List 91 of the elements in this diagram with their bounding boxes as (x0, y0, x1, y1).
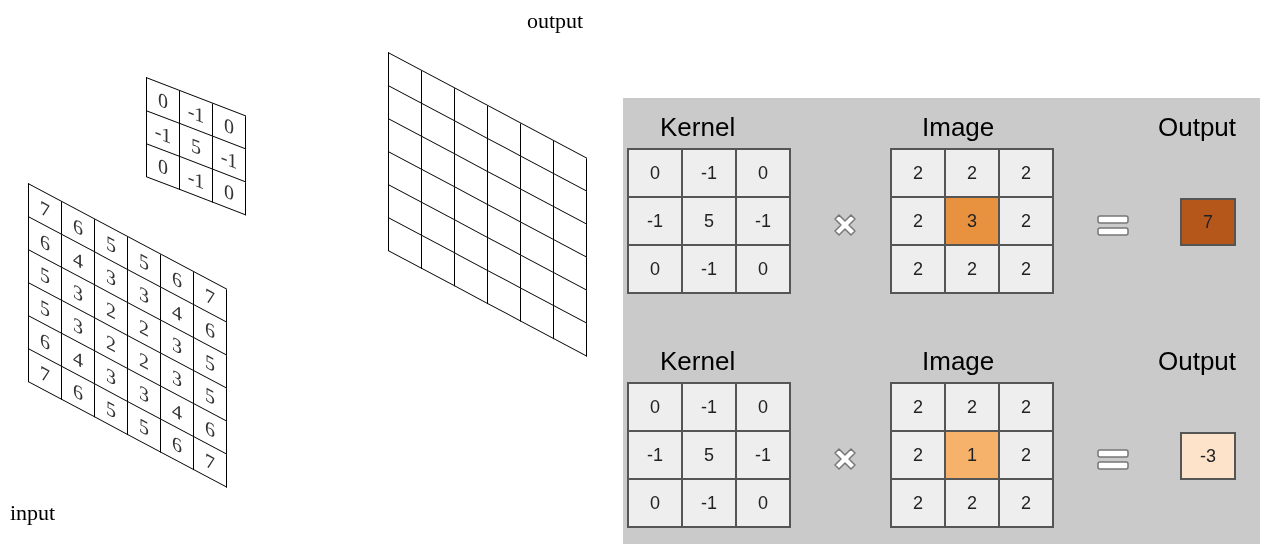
grid-cell: 6 (29, 217, 62, 269)
grid-cell: 3 (62, 301, 95, 352)
grid-cell: 5 (29, 250, 62, 302)
grid-cell: 4 (161, 287, 194, 339)
grid-cell: 4 (62, 334, 95, 385)
table-cell: 0 (737, 384, 789, 430)
grid-cell: 7 (194, 437, 227, 488)
table-cell: 5 (683, 198, 735, 244)
table-cell: -1 (683, 246, 735, 292)
grid-cell: -1 (213, 136, 246, 183)
table-heading: Image (922, 111, 995, 144)
grid-cell: 0 (213, 169, 246, 216)
table-cell: 2 (892, 246, 944, 292)
table-cell: -1 (683, 150, 735, 196)
grid-cell: 2 (95, 318, 128, 370)
grid-cell: -1 (147, 111, 180, 158)
grid-cell: 0 (147, 78, 180, 125)
grid-cell: 3 (128, 369, 161, 420)
grid-cell: 6 (194, 404, 227, 455)
table-cell: 0 (737, 150, 789, 196)
grid-cell: 5 (128, 402, 161, 453)
grid-cell: 3 (95, 252, 128, 304)
table-heading: Kernel (660, 111, 736, 144)
table-cell: 2 (892, 198, 944, 244)
table-cell: -1 (737, 432, 789, 478)
table-cell: 5 (683, 432, 735, 478)
grid-cell: 5 (95, 219, 128, 271)
grid-cell: 0 (213, 103, 246, 150)
table-cell: -1 (683, 480, 735, 526)
grid-cell: 3 (128, 270, 161, 321)
table-cell: 2 (1000, 480, 1052, 526)
grid-cell: 0 (147, 144, 180, 191)
grid-cell: 4 (62, 235, 95, 286)
grid-cell: 6 (62, 367, 95, 418)
table-cell: 0 (629, 246, 681, 292)
table-cell: 2 (1000, 432, 1052, 478)
table-cell: 2 (1000, 198, 1052, 244)
grid-cell: 3 (62, 268, 95, 319)
table-cell: 2 (892, 480, 944, 526)
table-cell: 2 (1000, 246, 1052, 292)
table-cell: 0 (629, 150, 681, 196)
table-cell: -1 (629, 432, 681, 478)
grid-cell: 6 (161, 254, 194, 306)
table-heading: Output (1158, 345, 1237, 378)
grid-cell: -1 (180, 91, 213, 137)
grid-cell: 5 (194, 371, 227, 422)
table-cell: 2 (946, 480, 998, 526)
table-cell: 2 (892, 432, 944, 478)
grid-cell: 3 (95, 351, 128, 403)
table-cell: -1 (629, 198, 681, 244)
highlighted-cell: 3 (946, 198, 998, 244)
table-cell: 2 (892, 150, 944, 196)
grid-cell: 5 (194, 338, 227, 389)
table-cell: 0 (737, 480, 789, 526)
table-cell: -1 (683, 384, 735, 430)
table-cell: -1 (737, 198, 789, 244)
grid-cell: 6 (194, 305, 227, 356)
table-heading: Kernel (660, 345, 736, 378)
grid-cell: 5 (29, 283, 62, 335)
grid-cell: 6 (29, 316, 62, 368)
output-cell: -3 (1180, 432, 1236, 480)
grid-cell: 2 (128, 336, 161, 387)
grid-cell: -1 (180, 157, 213, 203)
highlighted-cell: 1 (946, 432, 998, 478)
output-cell: 7 (1180, 198, 1236, 246)
grid-caption: output (527, 7, 584, 35)
grid-cell: 3 (161, 320, 194, 372)
grid-cell: 3 (161, 353, 194, 405)
grid-cell: 7 (194, 272, 227, 323)
grid-cell: 6 (161, 419, 194, 471)
table-cell: 2 (946, 384, 998, 430)
table-cell: 2 (1000, 150, 1052, 196)
grid-cell: 4 (161, 386, 194, 438)
grid-cell: 7 (29, 184, 62, 236)
table-heading: Output (1158, 111, 1237, 144)
table-cell: 0 (629, 384, 681, 430)
grid-cell: 6 (62, 202, 95, 253)
table-heading: Image (922, 345, 995, 378)
table-cell: 2 (946, 150, 998, 196)
table-cell: 0 (737, 246, 789, 292)
table-cell: 0 (629, 480, 681, 526)
grid-cell: 5 (180, 124, 213, 170)
grid-cell: 2 (128, 303, 161, 354)
table-cell: 2 (1000, 384, 1052, 430)
table-cell: 2 (892, 384, 944, 430)
grid-cell: 5 (95, 384, 128, 436)
grid-caption: input (10, 499, 56, 527)
table-cell: 2 (946, 246, 998, 292)
grid-cell: 2 (95, 285, 128, 337)
grid-cell: 5 (128, 237, 161, 288)
grid-cell: 7 (29, 349, 62, 401)
